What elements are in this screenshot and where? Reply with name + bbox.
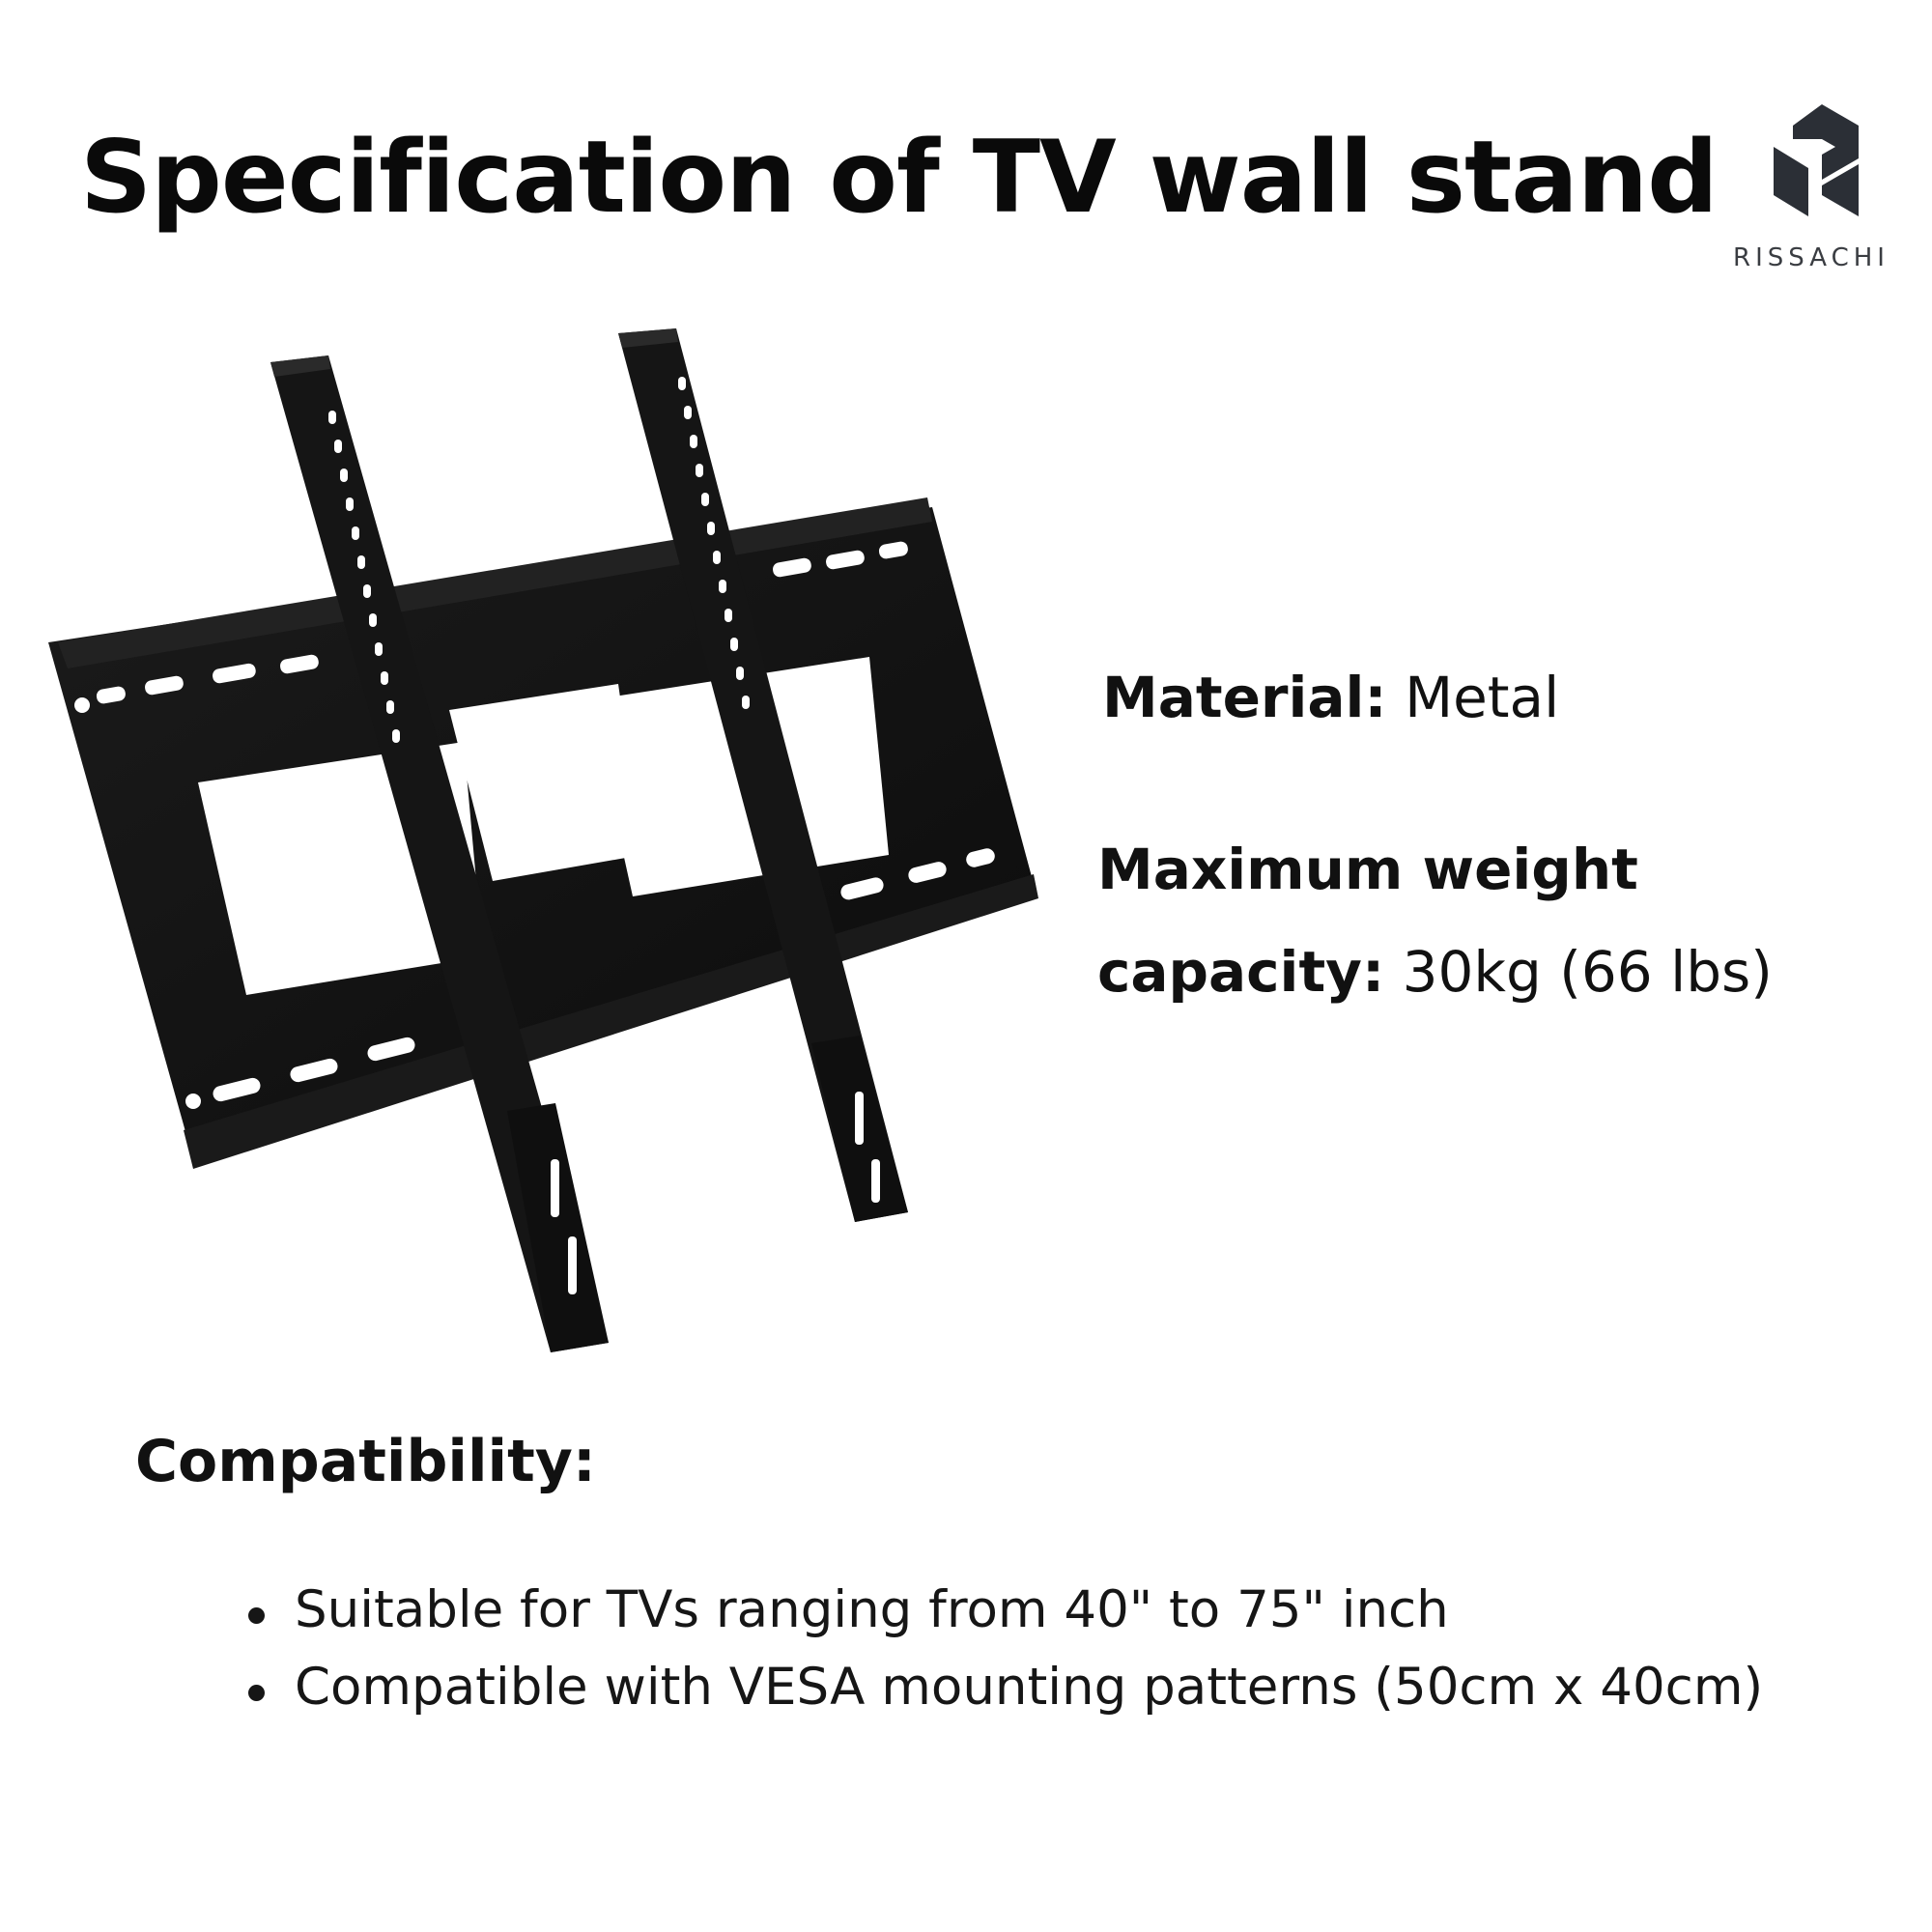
weight-value: 30kg (66 lbs) [1402, 939, 1773, 1005]
bullet-icon [248, 1685, 265, 1701]
weight-label-line-1: Maximum weight [1097, 837, 1638, 902]
compatibility-item-text: Suitable for TVs ranging from 40" to 75"… [295, 1580, 1449, 1639]
bullet-icon [248, 1607, 265, 1624]
brand-logo: RISSACHI [1719, 104, 1903, 278]
compatibility-heading: Compatibility: [135, 1428, 596, 1495]
compatibility-item-text: Compatible with VESA mounting patterns (… [295, 1658, 1764, 1717]
material-label: Material: [1102, 665, 1387, 730]
page-title: Specification of TV wall stand [80, 120, 1719, 236]
weight-spec-line-2: capacity: 30kg (66 lbs) [1097, 944, 1773, 1000]
tv-wall-mount-bracket-photo [48, 328, 1038, 1352]
material-spec: Material: Metal [1102, 669, 1559, 725]
brand-name: RISSACHI [1733, 243, 1889, 272]
product-image [39, 319, 1053, 1386]
weight-label-line-2: capacity: [1097, 939, 1385, 1005]
weight-spec-line-1: Maximum weight [1097, 841, 1638, 897]
rissachi-r-logo-icon [1774, 104, 1859, 216]
material-value: Metal [1405, 665, 1560, 730]
